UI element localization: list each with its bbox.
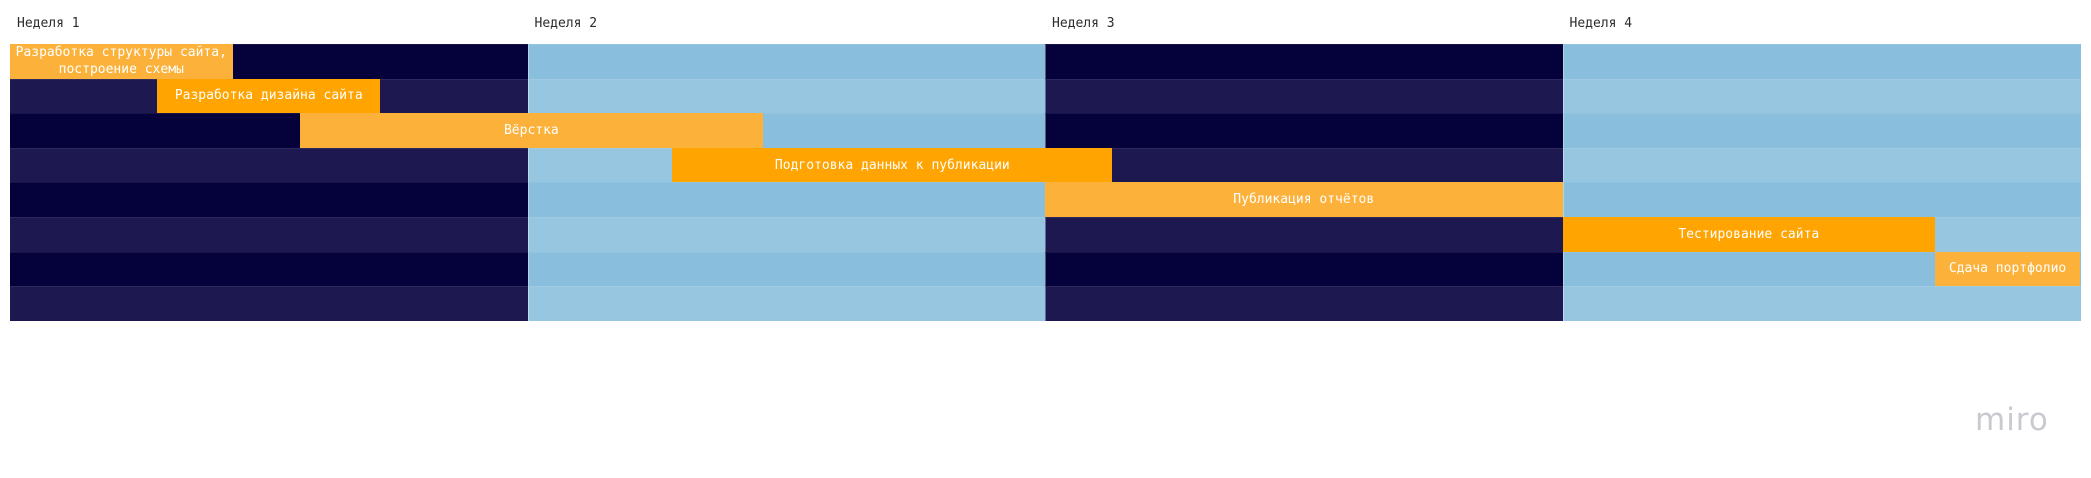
grid-cell-r8-w2	[527, 286, 1046, 322]
task-bar-7[interactable]: Сдача портфолио	[1935, 251, 2080, 287]
grid-cell-r6-w2	[527, 217, 1046, 253]
miro-logo: miro	[1975, 402, 2049, 438]
task-bar-1[interactable]: Разработка структуры сайта, построение с…	[10, 44, 233, 79]
grid-cell-r7-w3	[1045, 251, 1564, 287]
week-header-3: Неделя 3	[1052, 16, 1115, 31]
grid-cell-r4-w1	[10, 147, 529, 183]
grid-cell-r2-w2	[527, 78, 1046, 114]
grid-cell-r7-w1	[10, 251, 529, 287]
grid-cell-r8-w1	[10, 286, 529, 322]
task-label: Сдача портфолио	[1948, 261, 2067, 277]
week-header-2: Неделя 2	[534, 16, 598, 31]
grid-cell-r5-w2	[527, 182, 1046, 218]
grid-cell-r8-w4	[1562, 286, 2081, 322]
task-bar-3[interactable]: Вёрстка	[299, 113, 763, 148]
grid-cell-r3-w4	[1562, 113, 2081, 149]
grid-cell-r2-w4	[1562, 78, 2081, 114]
grid-cell-r3-w3	[1045, 113, 1564, 149]
task-label: Вёрстка	[503, 122, 559, 138]
task-label: Тестирование сайта	[1678, 226, 1820, 242]
grid-cell-r5-w4	[1562, 182, 2081, 218]
task-label: Подготовка данных к публикации	[774, 157, 1010, 173]
grid-cell-r2-w3	[1045, 78, 1564, 114]
task-bar-2[interactable]: Разработка дизайна сайта	[157, 78, 380, 114]
task-label: Публикация отчётов	[1233, 192, 1375, 208]
grid-cell-r1-w3	[1045, 44, 1564, 80]
grid-cell-r6-w1	[10, 217, 529, 253]
grid-cell-r4-w3	[1045, 147, 1564, 183]
grid-cell-r7-w2	[527, 251, 1046, 287]
week-header-1: Неделя 1	[17, 16, 80, 31]
grid-cell-r5-w1	[10, 182, 529, 218]
task-bar-6[interactable]: Тестирование сайта	[1562, 217, 1936, 252]
task-bar-4[interactable]: Подготовка данных к публикации	[672, 147, 1113, 183]
week-header-4: Неделя 4	[1569, 16, 1633, 31]
task-label: Разработка дизайна сайта	[174, 88, 363, 104]
grid-cell-r6-w3	[1045, 217, 1564, 253]
grid-cell-r1-w4	[1562, 44, 2081, 80]
grid-cell-r1-w2	[527, 44, 1046, 80]
task-label: Разработка структуры сайта, построение с…	[15, 45, 227, 78]
grid-cell-r8-w3	[1045, 286, 1564, 322]
task-bar-5[interactable]: Публикация отчётов	[1045, 182, 1563, 217]
grid-cell-r4-w4	[1562, 147, 2081, 183]
